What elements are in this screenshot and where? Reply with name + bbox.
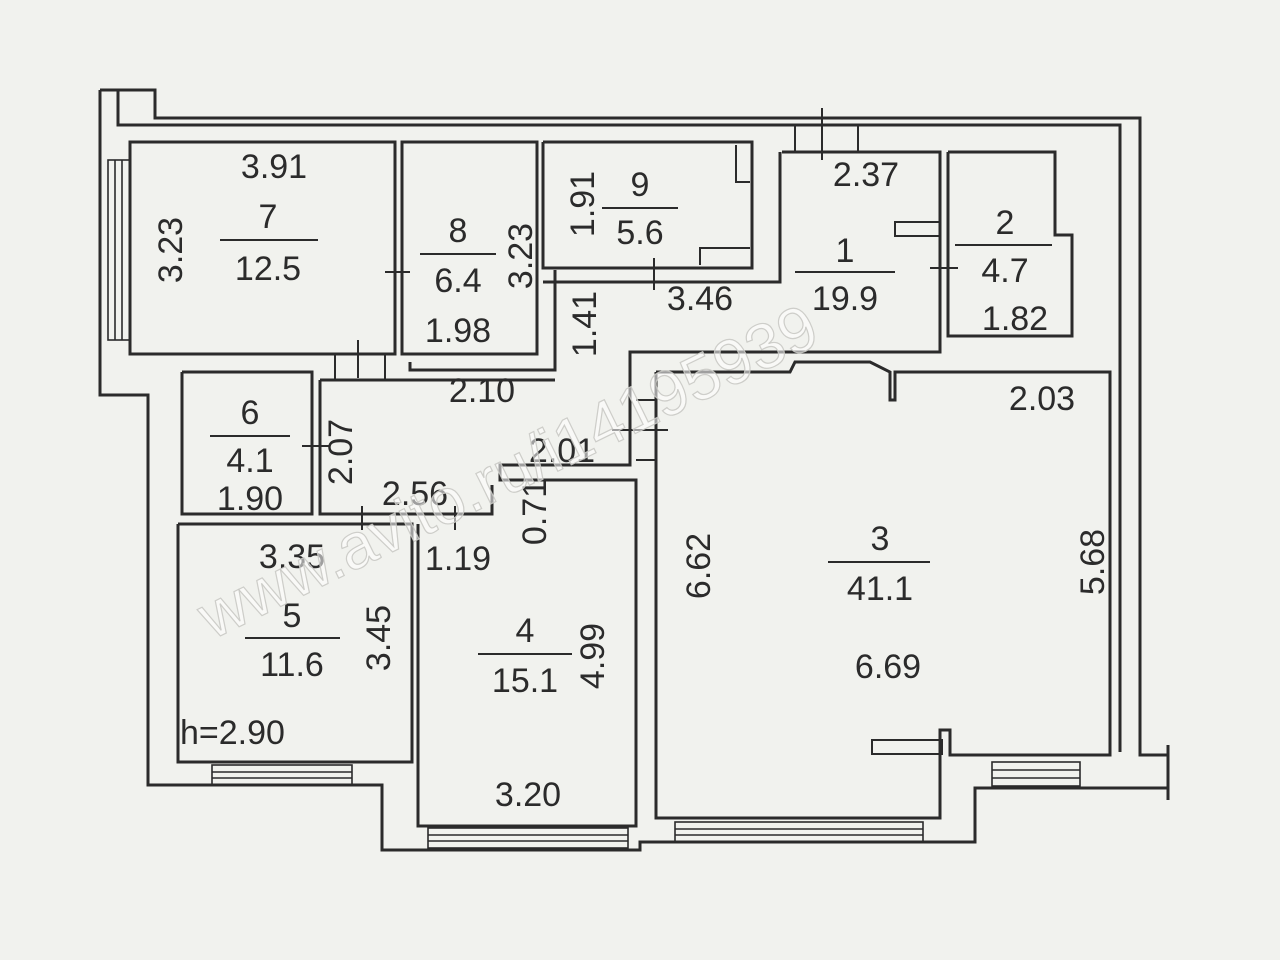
door-marks (302, 108, 958, 530)
room-label-2: 2 4.7 (955, 204, 1052, 290)
room-area: 6.4 (434, 262, 481, 300)
room-label-5: 5 11.6 (245, 597, 340, 684)
outer-walls (98, 88, 1170, 852)
dimension-label: 1.19 (425, 540, 491, 578)
dimension-label: 3.23 (502, 223, 540, 289)
room-walls (128, 140, 1112, 828)
dimension-label: 4.99 (574, 623, 612, 689)
watermark-text: www.avito.ru/i14195939 (186, 290, 829, 653)
dimension-label: 3.45 (360, 605, 398, 671)
room-number: 8 (449, 212, 468, 250)
dimension-label: 2.03 (1009, 380, 1075, 418)
room-label-7: 7 12.5 (220, 198, 318, 288)
room-number: 4 (516, 612, 535, 650)
room-area: 41.1 (847, 570, 913, 608)
room-number: 9 (631, 166, 650, 204)
ceiling-height-label: h=2.90 (180, 714, 285, 752)
room-number: 7 (259, 198, 278, 236)
room-4-walls (416, 478, 638, 828)
dimension-label: 2.01 (529, 432, 595, 470)
room-area: 4.7 (981, 252, 1028, 290)
dimension-label: 6.69 (855, 648, 921, 686)
room-9-walls (541, 140, 754, 270)
dimension-label: 1.41 (566, 291, 604, 357)
room-area: 15.1 (492, 662, 558, 700)
dimension-label: 6.62 (680, 533, 718, 599)
room-number: 6 (241, 394, 260, 432)
room-number: 2 (996, 204, 1015, 242)
dimension-label: 2.37 (833, 156, 899, 194)
dimension-label: 1.98 (425, 312, 491, 350)
room-3-walls (654, 360, 1112, 820)
dimension-label: 3.23 (152, 217, 190, 283)
window-room-7 (107, 159, 131, 341)
dimension-label: 3.20 (495, 776, 561, 814)
dimension-label: 1.91 (564, 171, 602, 237)
room-number: 3 (871, 520, 890, 558)
dimension-label: 1.82 (982, 300, 1048, 338)
room-label-4: 4 15.1 (478, 612, 572, 700)
dimension-label: 2.56 (382, 475, 448, 513)
dimension-label: 3.91 (241, 148, 307, 186)
room-2-walls (946, 150, 1074, 338)
room-area: 4.1 (226, 442, 273, 480)
room-5-walls (176, 522, 414, 764)
room-label-1: 1 19.9 (795, 232, 895, 318)
room-label-3: 3 41.1 (828, 520, 930, 608)
dimension-label: 3.46 (667, 280, 733, 318)
dimension-label: 5.68 (1074, 529, 1112, 595)
room-number: 5 (283, 597, 302, 635)
room-label-9: 9 5.6 (602, 166, 678, 252)
room-7-walls (128, 140, 397, 356)
room-number: 1 (836, 232, 855, 270)
dimension-label: 2.07 (322, 419, 360, 485)
dimension-label: 2.10 (449, 372, 515, 410)
dimension-label: 0.71 (516, 479, 554, 545)
room-area: 19.9 (812, 280, 878, 318)
room-label-8: 8 6.4 (420, 212, 496, 300)
dimension-label: 3.35 (259, 538, 325, 576)
room-8-walls (400, 140, 539, 356)
dimension-labels: 3.91 1.98 3.46 2.37 1.82 2.10 1.90 2.01 … (152, 148, 1112, 814)
room-area: 11.6 (260, 646, 324, 684)
room-label-6: 6 4.1 (210, 394, 290, 480)
windows-bottom (211, 761, 1081, 849)
room-area: 5.6 (616, 214, 663, 252)
room-1-walls (498, 150, 942, 482)
room-area: 12.5 (235, 250, 301, 288)
dimension-label: 1.90 (217, 480, 283, 518)
room-6-walls (180, 370, 314, 516)
